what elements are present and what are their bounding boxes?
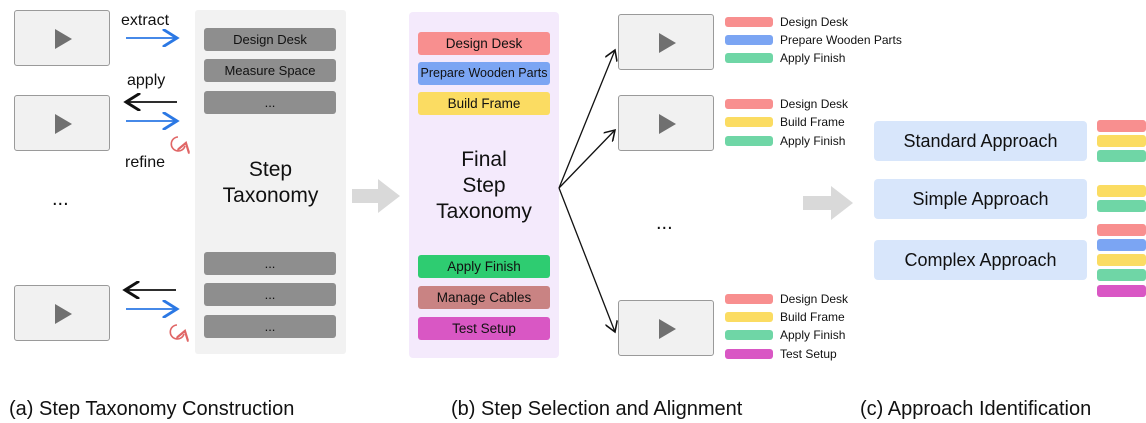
step-label: Apply Finish: [780, 328, 846, 342]
play-icon: [659, 114, 676, 134]
alignment-arrow-icon: [558, 50, 615, 189]
apply-label: apply: [127, 72, 166, 89]
final-step: Apply Finish: [418, 255, 550, 278]
final-step: Build Frame: [418, 92, 550, 115]
videos-ellipsis: ...: [656, 212, 673, 234]
alignment-arrow-icon: [558, 187, 615, 332]
taxonomy-step: Measure Space: [204, 59, 336, 82]
approach-step-swatch: [1097, 135, 1146, 147]
step-swatch: [725, 330, 773, 340]
video-thumbnail[interactable]: [618, 300, 714, 356]
title-line: Final: [461, 148, 507, 171]
step-label: Test Setup: [780, 347, 837, 361]
taxonomy-step: ...: [204, 252, 336, 275]
step-label: Prepare Wooden Parts: [780, 33, 902, 47]
step-swatch: [725, 312, 773, 322]
video-thumbnail[interactable]: [618, 95, 714, 151]
taxonomy-step: ...: [204, 283, 336, 306]
play-icon: [55, 304, 72, 324]
video-thumbnail[interactable]: [14, 10, 110, 66]
final-step: Manage Cables: [418, 286, 550, 309]
step-label: Design Desk: [780, 15, 849, 29]
step-label: Build Frame: [780, 310, 845, 324]
play-icon: [659, 33, 676, 53]
approach-simple: Simple Approach: [874, 179, 1087, 219]
taxonomy-step: Design Desk: [204, 28, 336, 51]
final-step: Design Desk: [418, 32, 550, 55]
big-arrow-icon: [352, 179, 400, 213]
step-taxonomy-title: Step Taxonomy: [195, 157, 346, 209]
step-label: Build Frame: [780, 115, 845, 129]
play-icon: [659, 319, 676, 339]
final-step: Prepare Wooden Parts: [418, 62, 550, 85]
step-label: Design Desk: [780, 97, 849, 111]
refine-label: refine: [125, 154, 166, 171]
approach-step-swatch: [1097, 120, 1146, 132]
video-thumbnail[interactable]: [618, 14, 714, 70]
title-line: Step: [248, 158, 293, 181]
title-line: Step: [462, 174, 506, 197]
play-icon: [55, 29, 72, 49]
caption-a: (a) Step Taxonomy Construction: [9, 398, 295, 420]
step-label: Apply Finish: [780, 134, 846, 148]
caption-c: (c) Approach Identification: [860, 398, 1092, 420]
play-icon: [55, 114, 72, 134]
final-step: Test Setup: [418, 317, 550, 340]
approach-step-swatch: [1097, 285, 1146, 297]
extract-label: extract: [121, 12, 170, 29]
approach-step-swatch: [1097, 254, 1146, 266]
step-swatch: [725, 35, 773, 45]
step-swatch: [725, 117, 773, 127]
step-swatch: [725, 99, 773, 109]
title-line: Taxonomy: [436, 200, 532, 223]
approach-standard: Standard Approach: [874, 121, 1087, 161]
refresh-icon: [170, 136, 185, 151]
taxonomy-step: ...: [204, 315, 336, 338]
approach-step-swatch: [1097, 269, 1146, 281]
step-swatch: [725, 17, 773, 27]
video-thumbnail[interactable]: [14, 95, 110, 151]
approach-step-swatch: [1097, 200, 1146, 212]
approach-complex: Complex Approach: [874, 240, 1087, 280]
approach-step-swatch: [1097, 239, 1146, 251]
video-thumbnail[interactable]: [14, 285, 110, 341]
taxonomy-step: ...: [204, 91, 336, 114]
approach-step-swatch: [1097, 224, 1146, 236]
big-arrow-icon: [803, 186, 853, 220]
videos-ellipsis: ...: [52, 188, 69, 210]
step-swatch: [725, 294, 773, 304]
alignment-arrow-icon: [558, 130, 615, 189]
title-line: Taxonomy: [222, 184, 319, 207]
step-label: Apply Finish: [780, 51, 846, 65]
step-swatch: [725, 349, 773, 359]
step-label: Design Desk: [780, 292, 849, 306]
step-swatch: [725, 53, 773, 63]
approach-step-swatch: [1097, 185, 1146, 197]
approach-step-swatch: [1097, 150, 1146, 162]
final-step-taxonomy-title: Final Step Taxonomy: [409, 147, 559, 225]
step-swatch: [725, 136, 773, 146]
caption-b: (b) Step Selection and Alignment: [451, 398, 743, 420]
refresh-icon-2: [169, 324, 184, 339]
